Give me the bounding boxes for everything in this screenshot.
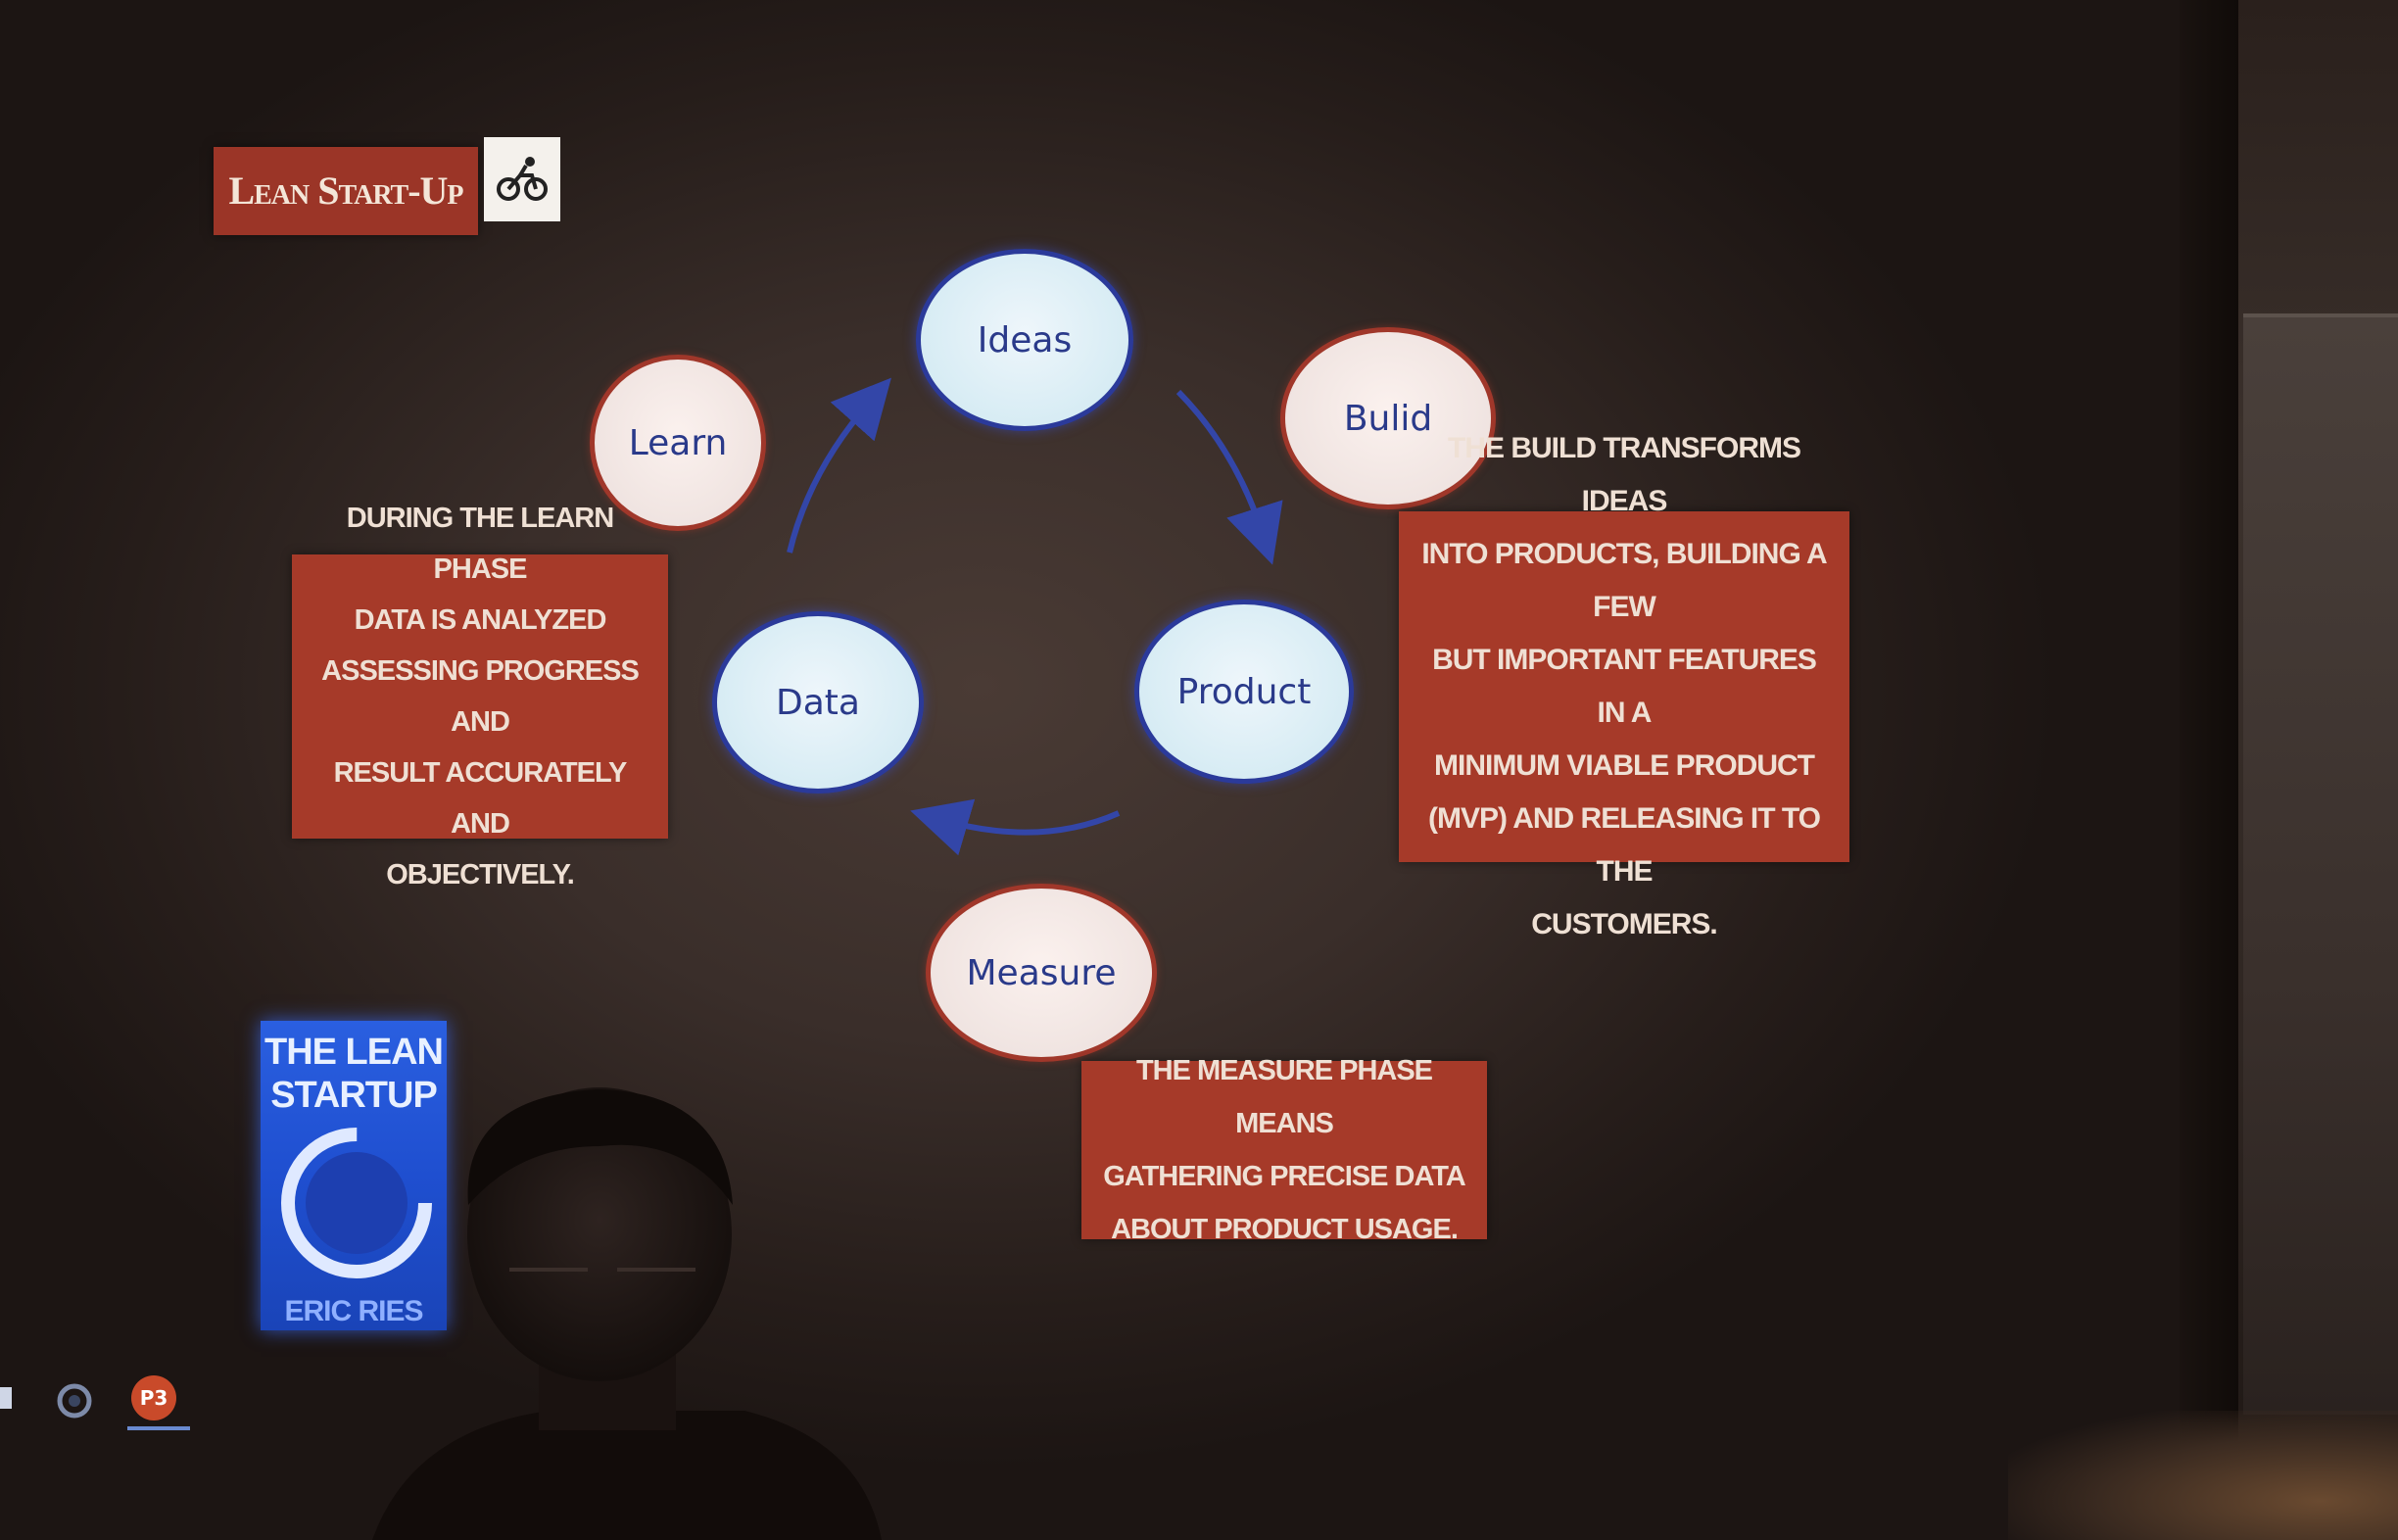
node-product: Product	[1134, 600, 1354, 784]
powerpoint-label: P3	[139, 1386, 168, 1410]
book-title-line: THE LEAN	[264, 1032, 444, 1073]
measure-line: about product usage.	[1111, 1214, 1459, 1245]
learn-line: data is analyzed	[354, 604, 607, 636]
learn-line: result accurately and	[333, 757, 628, 840]
measure-line: The Measure phase means	[1135, 1055, 1433, 1139]
node-learn: Learn	[590, 355, 766, 531]
measure-description: The Measure phase means gathering precis…	[1081, 1055, 1487, 1245]
explorer-icon[interactable]	[0, 1383, 16, 1413]
build-line: (MVP) and releasing it to the	[1427, 802, 1821, 888]
build-line: customers.	[1531, 908, 1717, 940]
build-line: Minimum Viable Product	[1434, 749, 1815, 782]
build-line: but important features in a	[1432, 644, 1817, 729]
browser-icon[interactable]	[55, 1381, 94, 1420]
learn-line: During the Learn phase	[346, 503, 614, 585]
learn-description: During the Learn phase data is analyzed …	[292, 503, 668, 890]
node-build: Bulid	[1280, 327, 1496, 509]
cyclist-icon	[484, 137, 560, 221]
learn-line: objectively.	[386, 859, 575, 890]
node-ideas: Ideas	[916, 249, 1133, 431]
slide-title: Lean Start-Up	[214, 147, 478, 235]
taskbar-active-indicator	[127, 1426, 190, 1430]
powerpoint-icon[interactable]: P3	[131, 1375, 176, 1420]
wall-edge	[2180, 0, 2238, 1540]
book-author: ERIC RIES	[284, 1295, 423, 1327]
node-data: Data	[712, 611, 924, 794]
ambient-light	[2008, 1411, 2398, 1540]
build-line: into products, building a few	[1421, 538, 1827, 623]
node-measure: Measure	[926, 884, 1157, 1062]
build-line: The Build transforms ideas	[1448, 432, 1801, 517]
learn-line: assessing progress and	[321, 655, 640, 738]
book-title: THE LEAN STARTUP	[264, 1031, 444, 1117]
book-title-line: STARTUP	[270, 1075, 438, 1116]
book-cover: THE LEAN STARTUP ERIC RIES	[261, 1021, 447, 1330]
book-circle-graphic	[281, 1128, 432, 1278]
build-description: The Build transforms ideas into products…	[1399, 432, 1849, 940]
measure-line: gathering precise data	[1103, 1161, 1466, 1192]
wall-panel	[2243, 313, 2398, 1415]
